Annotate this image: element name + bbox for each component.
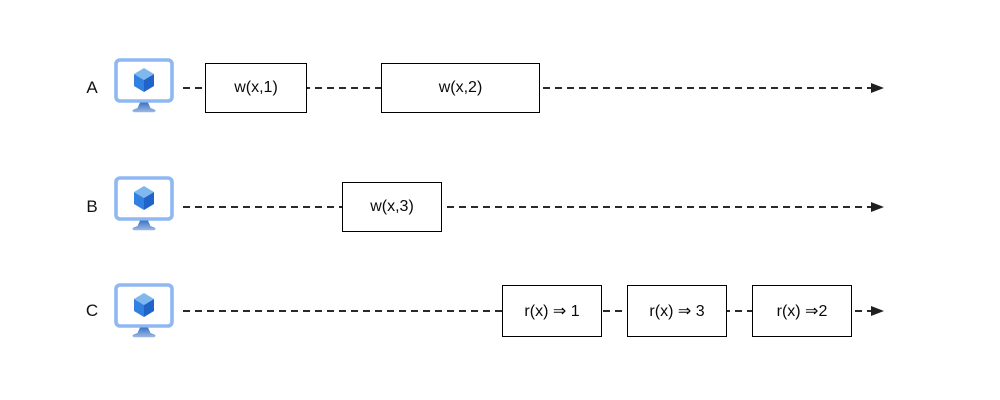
arrowhead-icon: [871, 306, 884, 316]
event-box-write: w(x,2): [381, 63, 540, 113]
arrowhead-icon: [871, 83, 884, 93]
process-label-a: A: [86, 78, 98, 97]
vm-icon: [114, 283, 174, 338]
event-box-read: r(x) ⇒2: [752, 285, 852, 337]
vm-icon: [114, 176, 174, 231]
event-box-read: r(x) ⇒ 3: [627, 285, 727, 337]
monitor-stand: [132, 327, 156, 338]
process-label-b: B: [86, 197, 98, 216]
cube-left-face: [134, 192, 144, 210]
event-box-write: w(x,1): [205, 63, 307, 113]
cube-right-face: [144, 192, 154, 210]
cube-right-face: [144, 74, 154, 92]
cube-left-face: [134, 74, 144, 92]
monitor-stand: [132, 102, 156, 113]
event-box-read: r(x) ⇒ 1: [502, 285, 602, 337]
timeline-b: [183, 206, 871, 208]
monitor-stand: [132, 220, 156, 231]
event-box-write: w(x,3): [342, 182, 442, 232]
process-label-c: C: [85, 301, 99, 320]
cube-right-face: [144, 299, 154, 317]
cube-left-face: [134, 299, 144, 317]
arrowhead-icon: [871, 202, 884, 212]
vm-icon: [114, 58, 174, 113]
